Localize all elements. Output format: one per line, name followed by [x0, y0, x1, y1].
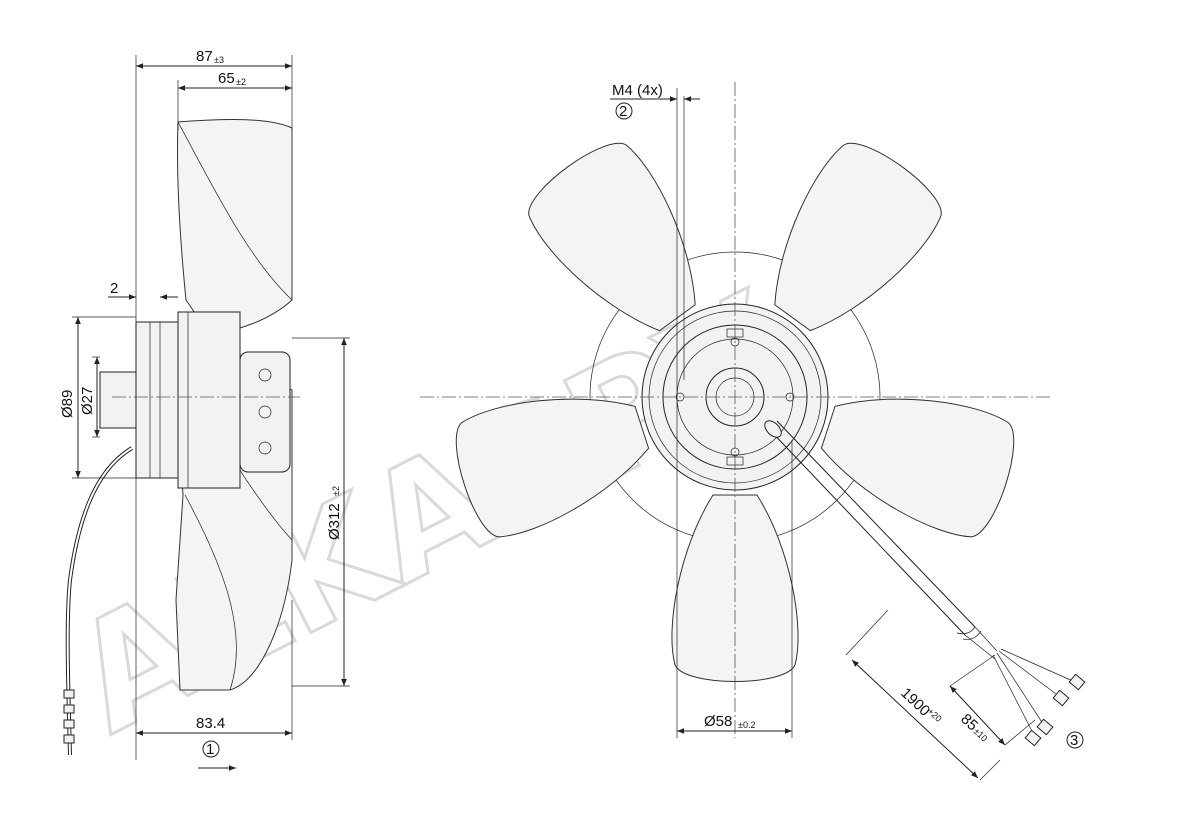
- dim-2: 2: [110, 280, 118, 297]
- callout-2: 2: [619, 103, 627, 120]
- callout-circle-1: [202, 740, 220, 758]
- side-view: [63, 119, 300, 756]
- dim-58: Ø58: [704, 713, 732, 730]
- dim-83-4: 83.4: [196, 715, 225, 732]
- shaft-boss: [99, 371, 137, 429]
- dim-58-tol: ±0.2: [738, 720, 755, 730]
- front-view: [455, 142, 1086, 747]
- rotor-cup: [239, 351, 291, 473]
- front-cable-tail: [964, 626, 998, 660]
- dim-312: Ø312: [326, 503, 343, 540]
- callout-3: 3: [1070, 732, 1078, 749]
- dim-27: Ø27: [79, 387, 96, 415]
- front-blade-right: [820, 398, 1015, 538]
- dim-65: 65: [218, 70, 235, 87]
- callout-1: 1: [206, 741, 214, 758]
- callout-circle-3: [1066, 731, 1084, 749]
- dim-312-tol: ±2: [331, 486, 341, 496]
- dim-87: 87: [196, 48, 213, 65]
- callout-circle-2: [615, 102, 633, 120]
- dim-m4: M4 (4x): [612, 82, 663, 99]
- side-dimensions: [72, 55, 350, 771]
- motor-hub-flange: [177, 311, 241, 489]
- dim-87-tol: ±3: [214, 55, 224, 65]
- front-cable: [766, 420, 976, 636]
- dim-89: Ø89: [59, 390, 76, 418]
- front-dimensions: [610, 88, 1036, 781]
- front-blade-left: [455, 398, 650, 538]
- side-blade-upper: [176, 119, 293, 336]
- front-blade-top-right: [774, 142, 942, 332]
- dim-65-tol: ±2: [236, 77, 246, 87]
- front-blade-top-left: [528, 142, 696, 332]
- motor-hub-body: [135, 321, 179, 479]
